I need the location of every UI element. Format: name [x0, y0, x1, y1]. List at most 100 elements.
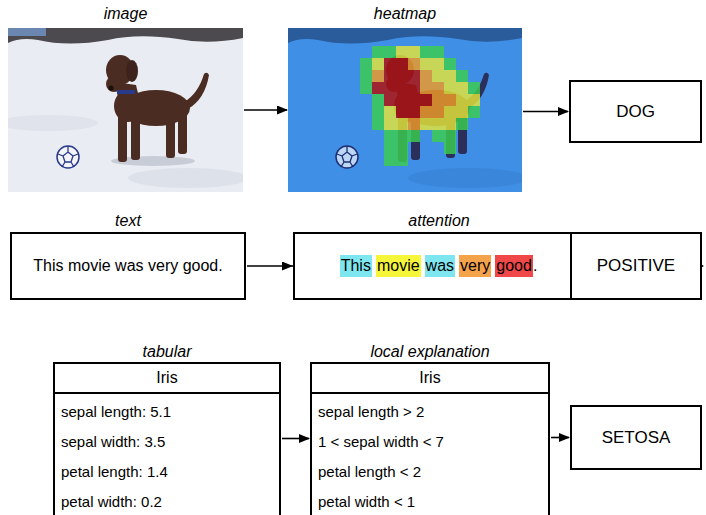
heatmap-panel: heatmap [288, 28, 522, 192]
dog-nose [109, 86, 114, 91]
heat-cell [360, 70, 372, 82]
tree-line [8, 28, 243, 44]
class-box: POSITIVE [570, 232, 702, 300]
caption-label: image [0, 4, 303, 24]
box-text: DOG [616, 102, 655, 122]
heat-cell [372, 70, 384, 82]
heat-cell [372, 82, 420, 94]
heat-cell [384, 70, 420, 82]
caption-label: attention [235, 211, 643, 231]
table-row: sepal length > 2 [312, 397, 548, 427]
flow-arrow [282, 438, 309, 440]
heat-cell [432, 94, 456, 106]
dog-ear [126, 60, 138, 82]
box-label: SETOSA [572, 407, 700, 468]
snow-ground [8, 28, 243, 192]
box-label: This movie was very good. [12, 234, 244, 298]
dog-figure [106, 55, 209, 162]
table-box: tabularIrissepal length: 5.1sepal width:… [53, 362, 281, 515]
heat-cell [420, 118, 456, 130]
dog-leg [131, 114, 140, 160]
flow-arrow [551, 437, 569, 439]
ball-pattern [337, 146, 357, 167]
heatmap-ground [288, 28, 522, 192]
attention-word: movie [376, 255, 421, 277]
table-row: sepal length: 5.1 [55, 397, 279, 427]
heat-cell [456, 118, 468, 130]
heat-cell [384, 154, 408, 166]
table-row: petal length < 2 [312, 457, 548, 487]
soccer-ball [57, 146, 79, 168]
heat-cell [420, 46, 444, 58]
dog-snout [106, 76, 122, 92]
heat-cell [384, 142, 408, 154]
snow-shade [408, 168, 522, 188]
attention-word: . [533, 255, 538, 277]
heat-cell [372, 106, 384, 118]
heat-cell [420, 58, 444, 70]
heat-cell [444, 142, 456, 154]
heat-cell [384, 118, 408, 130]
heat-cell [420, 106, 444, 118]
heat-cell [384, 106, 396, 118]
heat-cells [360, 46, 480, 166]
heat-cell [432, 70, 456, 82]
attention-box: attentionThismoviewasverygood. [293, 232, 585, 300]
heat-cell [444, 82, 468, 94]
heat-cell [372, 46, 396, 58]
table-row: petal length: 1.4 [55, 457, 279, 487]
caption-label: tabular [0, 342, 339, 362]
heatmap-photo [288, 28, 522, 192]
caption-label: local explanation [252, 342, 608, 362]
caption-label: text [0, 211, 304, 231]
heat-cell [420, 70, 432, 82]
table-row: sepal width: 3.5 [55, 427, 279, 457]
heat-cell [384, 58, 408, 70]
heat-cell [360, 58, 372, 70]
heat-cell [396, 46, 420, 58]
heat-cell [384, 130, 420, 142]
heat-cell [372, 118, 384, 130]
heat-cell [384, 94, 432, 106]
table-row: petal width < 1 [312, 487, 548, 515]
class-box: DOG [569, 80, 702, 143]
snow-shade [8, 115, 98, 131]
flow-arrow [523, 111, 568, 113]
attention-word: was [425, 255, 455, 277]
image-panel: image [8, 28, 243, 192]
heat-cell [444, 58, 456, 70]
table-row: 1 < sepal width < 7 [312, 427, 548, 457]
box-text: This movie was very good. [33, 257, 222, 275]
dog-collar [117, 90, 135, 94]
table-row: petal width: 0.2 [55, 487, 279, 515]
class-box: SETOSA [570, 405, 702, 470]
table-box: local explanationIrissepal length > 21 <… [310, 362, 550, 515]
heat-cell [420, 82, 444, 94]
heat-cell [468, 106, 480, 118]
attention-word: This [340, 255, 372, 277]
dog-photo [8, 28, 243, 192]
text-box: textThis movie was very good. [10, 232, 246, 300]
ball-pattern [58, 146, 78, 167]
attention-word: good [495, 255, 533, 277]
heat-cell [372, 58, 384, 70]
heat-cell [456, 94, 480, 106]
table-header: Iris [312, 364, 548, 394]
box-label: DOG [571, 82, 700, 141]
dog-leg [118, 112, 127, 162]
heat-cell [468, 82, 480, 94]
snow-shade [128, 168, 243, 188]
attention-words: Thismoviewasverygood. [295, 234, 583, 298]
heat-cell [396, 106, 420, 118]
heat-cell [432, 130, 456, 142]
heat-cell [408, 118, 420, 130]
soccer-ball [336, 146, 358, 168]
flow-arrow [244, 109, 287, 111]
heat-cell [444, 106, 468, 118]
caption-label: heatmap [228, 4, 582, 24]
heat-cell [408, 58, 420, 70]
box-text: POSITIVE [597, 256, 675, 276]
tree-line [288, 28, 522, 44]
heat-cell [372, 94, 384, 106]
